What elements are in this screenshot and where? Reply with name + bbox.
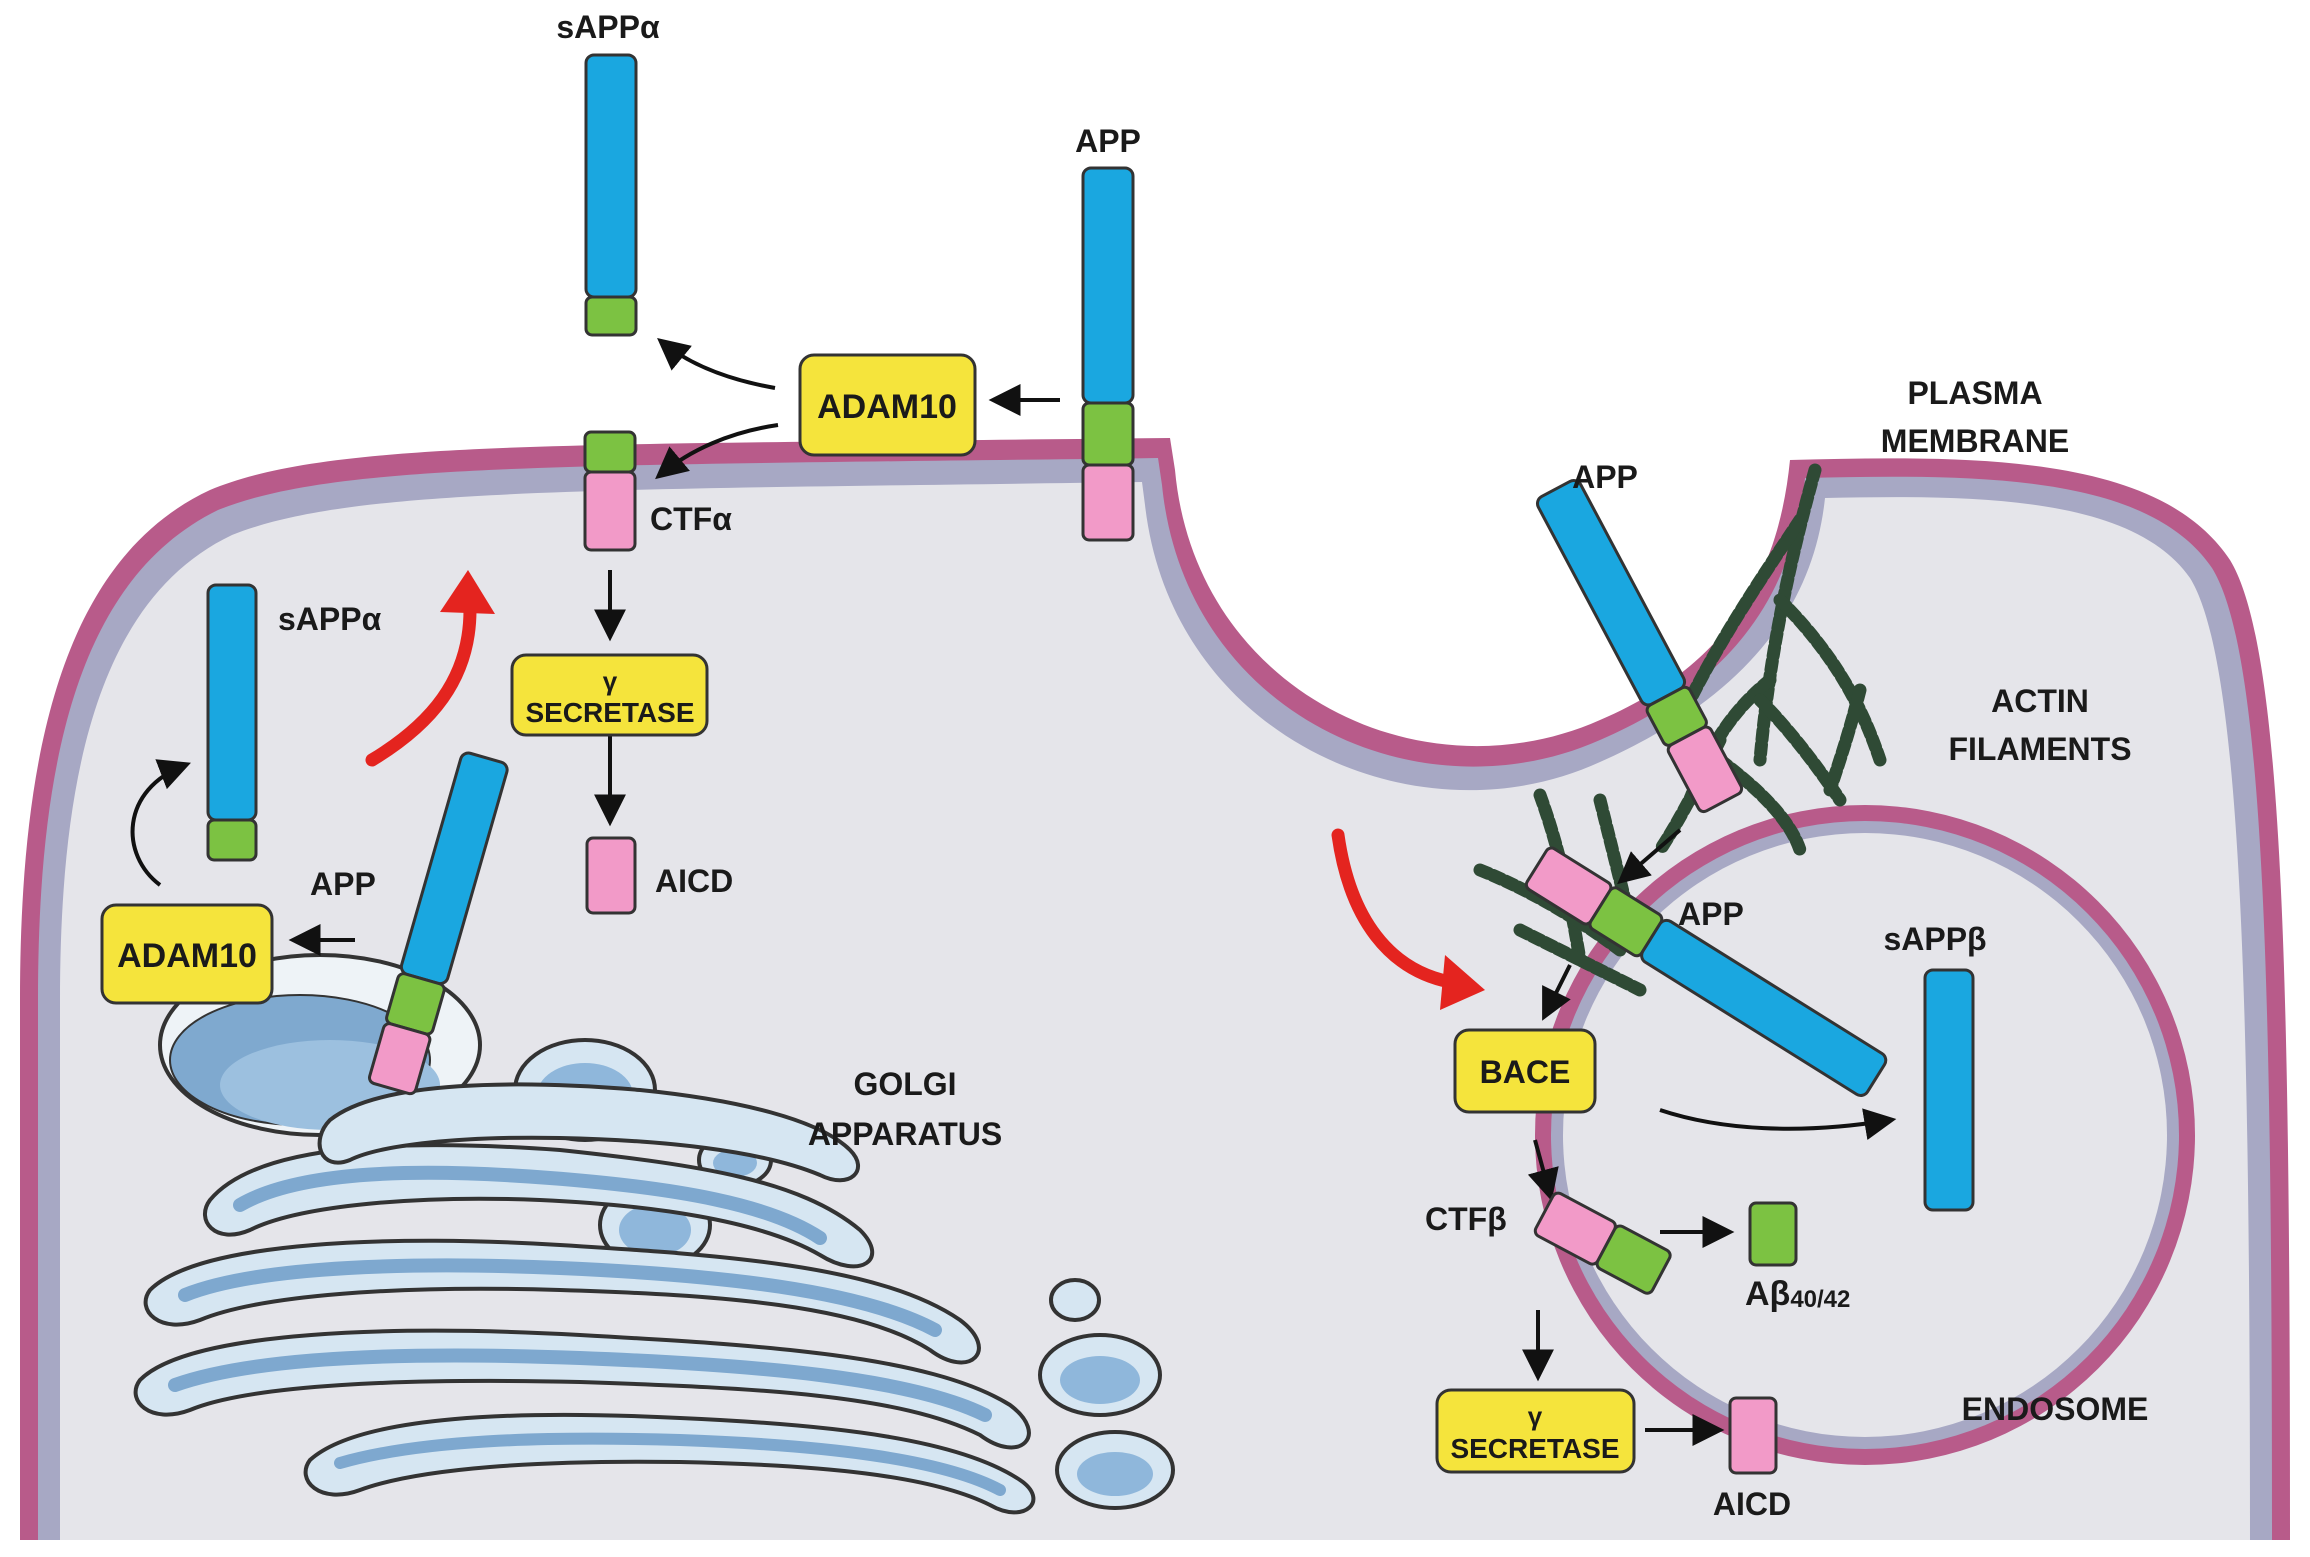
arrow-bace-to-ctfb: [1527, 1139, 1559, 1202]
sappa-fragment-left: [206, 583, 258, 862]
red-curved-arrow: [1331, 828, 1457, 989]
aicd-fragment-top: [585, 836, 637, 915]
endosome-label: ENDOSOME: [1962, 1391, 2149, 1427]
gamma-bottom-label: SECRETASE: [1450, 1433, 1619, 1464]
abeta-label: Aβ40/42: [1745, 1275, 1850, 1313]
golgi-vesicle: [1049, 1278, 1101, 1322]
app-membrane-label: APP: [1075, 123, 1141, 159]
abeta-label-main: Aβ: [1745, 1275, 1790, 1313]
sappb-fragment: [1923, 968, 1975, 1212]
golgi-cisterna: [317, 1082, 860, 1183]
gamma-top-symbol: γ: [603, 666, 618, 696]
sappa-fragment-top: [584, 53, 638, 337]
abeta-fragment: [1748, 1201, 1798, 1267]
aicd-fragment-bottom: [1728, 1396, 1778, 1475]
adam10-top-label: ADAM10: [817, 388, 957, 426]
sappa-top-label: sAPPα: [556, 9, 660, 45]
bace-box: BACE: [1453, 1028, 1597, 1114]
adam10-box-top: ADAM10: [798, 353, 977, 457]
app-protein-golgi: [367, 751, 509, 1096]
aicd-bottom-label: AICD: [1713, 1486, 1791, 1522]
gamma-bottom-symbol: γ: [1528, 1401, 1543, 1431]
arrow-adam10-to-sappa-left: [130, 759, 191, 887]
red-arrows: [365, 570, 1485, 1010]
ctfb-fragment: [1533, 1191, 1672, 1295]
app-protein-endosome: [1524, 846, 1888, 1097]
bace-label: BACE: [1480, 1054, 1571, 1090]
ctfb-label: CTFβ: [1425, 1201, 1507, 1237]
app-protein-pit: [1535, 478, 1744, 814]
abeta-label-sub: 40/42: [1790, 1286, 1850, 1313]
sappa-left-label: sAPPα: [278, 601, 382, 637]
arrow-pit-app-down: [1617, 828, 1682, 885]
golgi-label-line2: APPARATUS: [808, 1116, 1002, 1152]
aicd-top-label: AICD: [655, 863, 733, 899]
black-arrows: [130, 337, 1897, 1446]
ctfa-fragment: [583, 430, 637, 552]
gamma-secretase-box-bottom: γ SECRETASE: [1435, 1388, 1636, 1474]
arrow-app-to-bace: [1542, 964, 1572, 1021]
ctfa-label: CTFα: [650, 501, 732, 537]
gamma-secretase-box-top: γ SECRETASE: [510, 653, 709, 737]
actin-label-line1: ACTIN: [1991, 683, 2089, 719]
golgi-label-line1: GOLGI: [853, 1066, 956, 1102]
arrow-endo-to-sappb: [1659, 1108, 1897, 1140]
labels: sAPPα APP CTFα AICD sAPPα APP GOLGI APPA…: [278, 9, 2148, 1522]
adam10-box-left: ADAM10: [100, 903, 274, 1005]
app-endosome-label: APP: [1678, 896, 1744, 932]
plasma-membrane-label-line2: MEMBRANE: [1881, 423, 2069, 459]
app-golgi-label: APP: [310, 866, 376, 902]
app-protein-membrane: [1081, 166, 1135, 542]
arrow-adam10-to-ctfa: [655, 423, 779, 480]
adam10-left-label: ADAM10: [117, 937, 257, 975]
plasma-membrane-label-line1: PLASMA: [1907, 375, 2042, 411]
gamma-top-label: SECRETASE: [525, 697, 694, 728]
sappb-label: sAPPβ: [1883, 921, 1986, 957]
arrow-adam10-to-sappa: [657, 337, 776, 390]
red-curved-arrow: [365, 603, 477, 767]
actin-label-line2: FILAMENTS: [1948, 731, 2131, 767]
app-pit-label: APP: [1572, 459, 1638, 495]
